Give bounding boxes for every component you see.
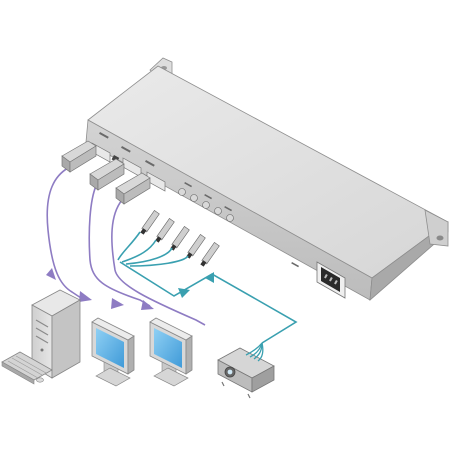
panel-silkscreen	[99, 132, 299, 268]
projector-video-inputs	[245, 342, 264, 362]
bnc-port	[214, 207, 222, 215]
arrow-icon	[141, 300, 154, 310]
monitor-2-icon	[149, 317, 193, 387]
arrow-icon	[46, 268, 56, 280]
video-cable-4	[129, 255, 189, 267]
vga-plug-3	[115, 172, 151, 205]
bnc-port	[202, 201, 210, 209]
mouse-icon	[36, 377, 44, 383]
vga-cable-3	[111, 199, 206, 326]
arrow-icon	[79, 291, 92, 302]
video-trunk-to-hub	[119, 261, 298, 344]
bnc-port	[178, 188, 186, 196]
video-cable-2	[121, 239, 157, 263]
front-ear-hole	[436, 235, 444, 241]
projector-icon	[217, 342, 275, 399]
arrow-icon	[205, 272, 214, 283]
video-cable-3	[125, 247, 173, 265]
bnc-plug-2	[155, 218, 175, 243]
bnc-port-row	[178, 188, 234, 222]
vga-cable-1	[46, 167, 85, 301]
bnc-plug-5	[200, 242, 220, 267]
vga-plug-1	[61, 140, 97, 173]
video-cable-1	[117, 231, 141, 261]
arrow-icon	[178, 288, 190, 298]
video-cables	[117, 231, 298, 344]
vga-cables	[46, 167, 206, 326]
bnc-port	[190, 194, 198, 202]
vga-plug-2	[89, 158, 125, 191]
monitor-1-icon	[91, 317, 135, 387]
rack-mount-unit	[85, 57, 449, 301]
bnc-plug-4	[186, 234, 206, 259]
vga-cable-2	[88, 185, 151, 307]
bnc-port	[226, 214, 234, 222]
desktop-computer-icon	[1, 289, 81, 385]
bnc-plug-3	[170, 226, 190, 251]
bnc-cable-plugs	[140, 210, 220, 267]
arrow-icon	[111, 298, 124, 309]
power-inlet	[316, 261, 346, 299]
vga-arrowheads	[46, 268, 154, 310]
bnc-plug-1	[140, 210, 160, 235]
video-arrowheads	[178, 272, 214, 298]
